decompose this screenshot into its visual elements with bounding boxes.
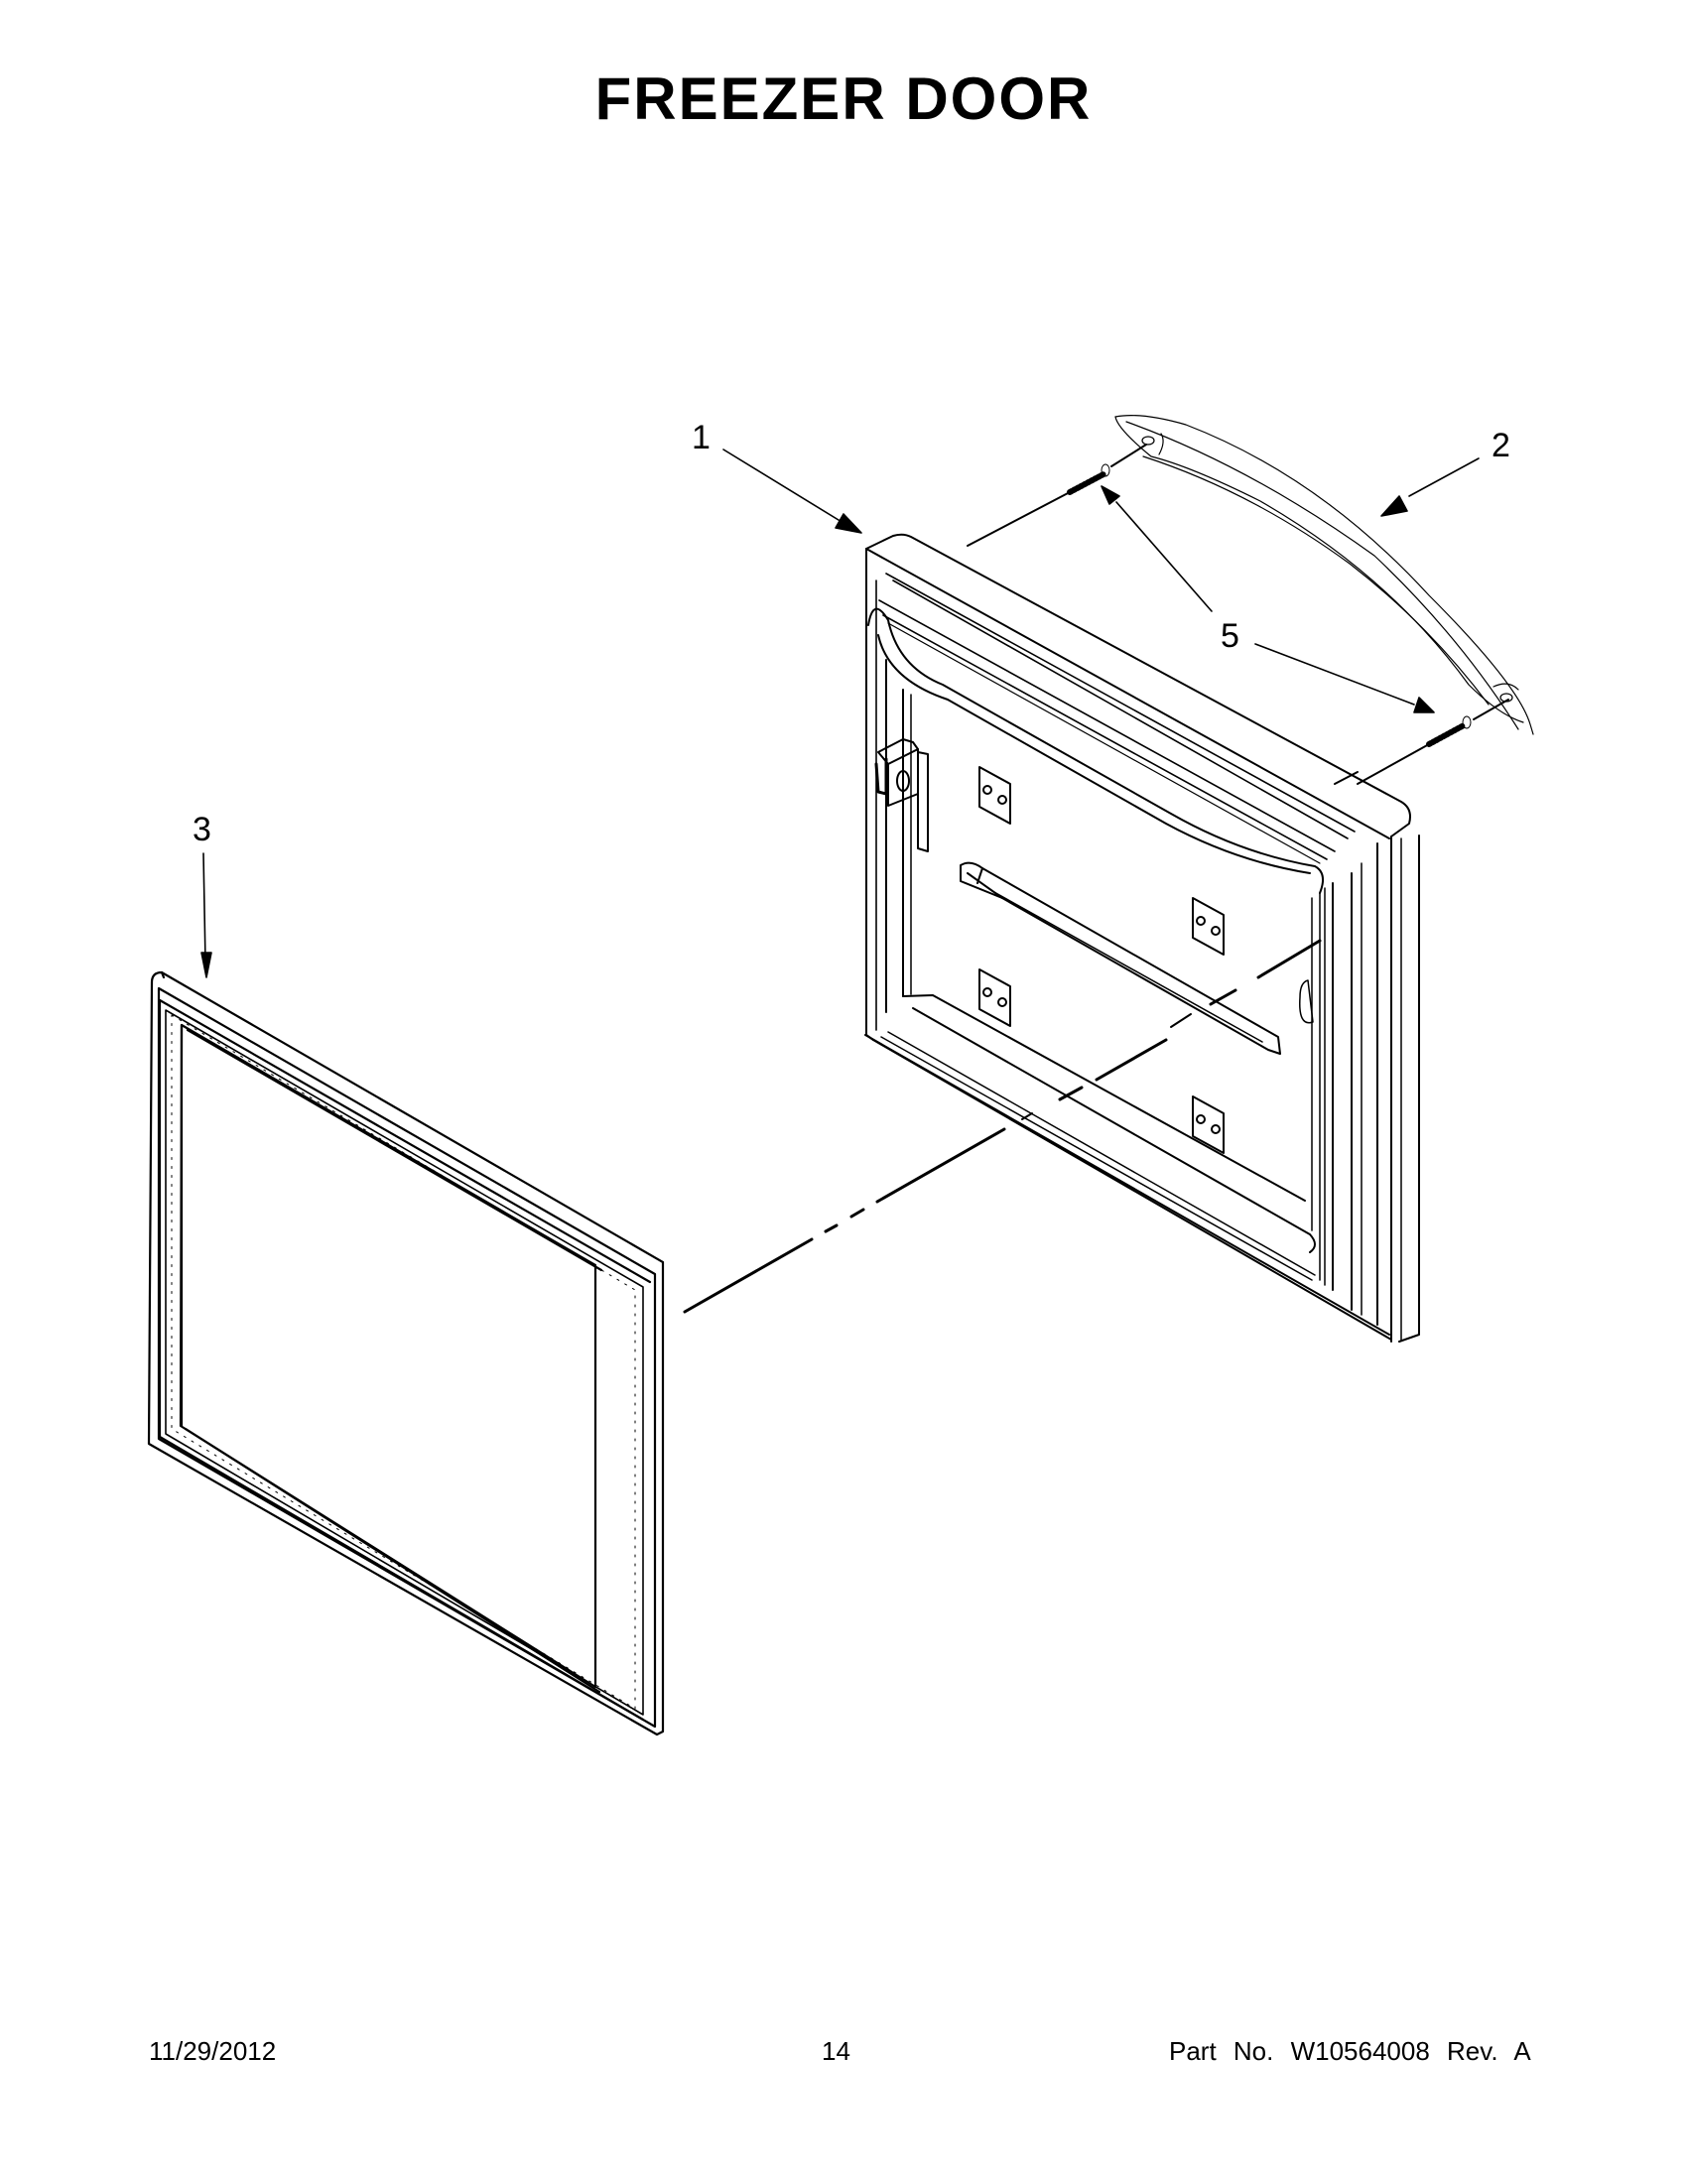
callout-arrows [200, 449, 1480, 978]
footer-page-number: 14 [822, 2036, 850, 2066]
hinge-bracket [874, 738, 929, 852]
callout-label-3: 3 [193, 811, 211, 848]
handle-screws [967, 444, 1509, 785]
mounting-plates [978, 766, 1225, 1154]
page-title: FREEZER DOOR [594, 65, 1093, 132]
assembly-centerline [683, 939, 1322, 1314]
freezer-door [864, 533, 1420, 1343]
callout-label-2: 2 [1492, 427, 1510, 464]
callout-label-1: 1 [692, 419, 711, 456]
footer-part-number: Part No. W10564008 Rev. A [1169, 2036, 1531, 2066]
door-gasket [147, 970, 665, 1736]
footer-date: 11/29/2012 [149, 2036, 277, 2066]
door-handle [1114, 415, 1534, 735]
callout-label-5: 5 [1221, 617, 1239, 655]
door-shelf-bar [960, 861, 1281, 1055]
